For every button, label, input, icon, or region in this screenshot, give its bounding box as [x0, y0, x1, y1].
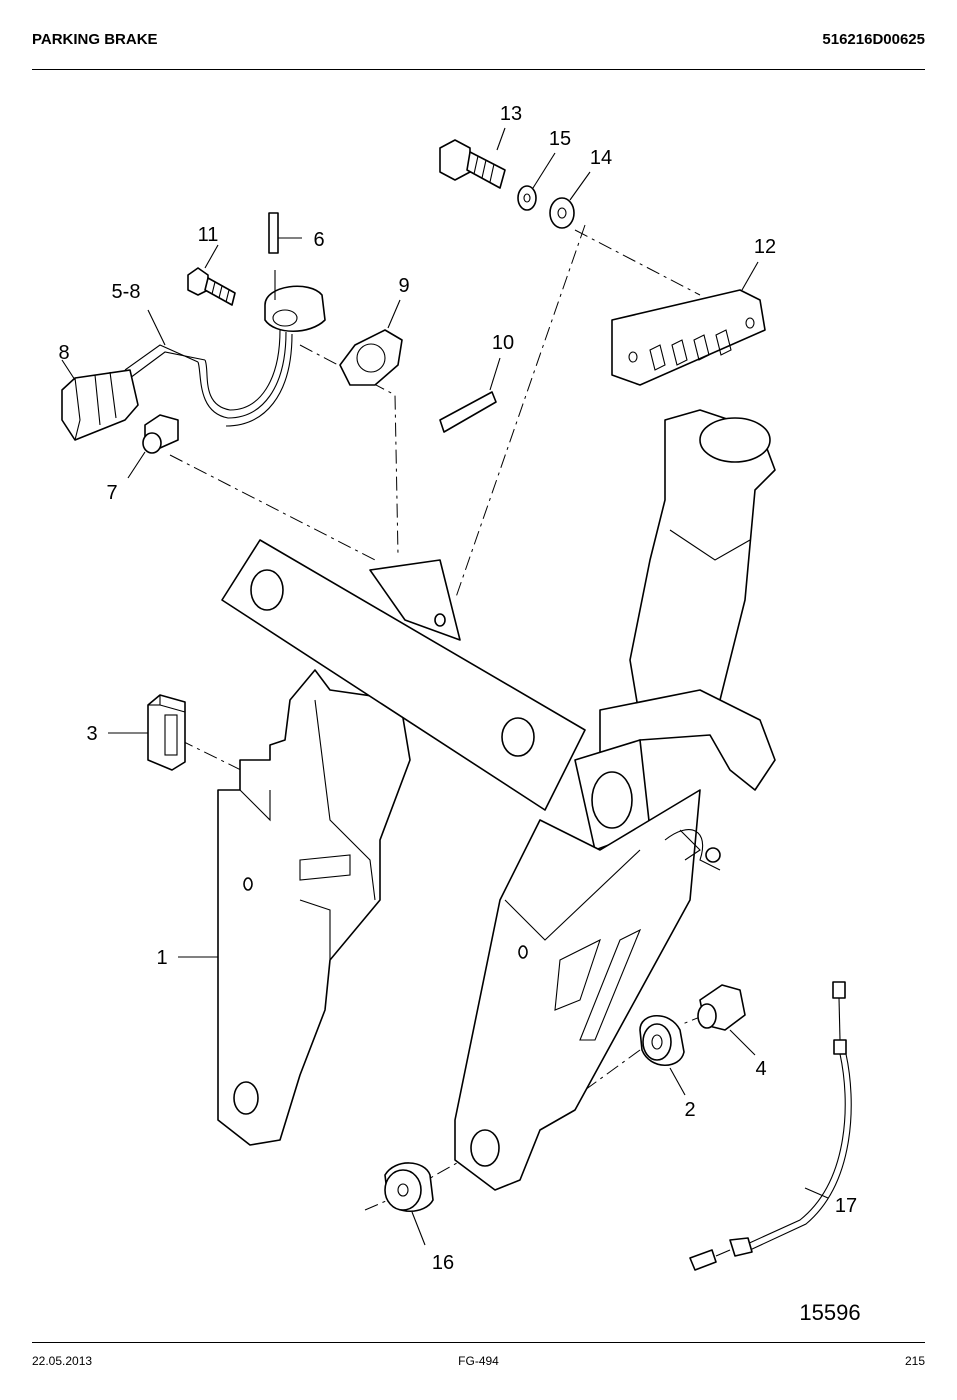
callout-3: 3 [86, 723, 97, 745]
callout-17: 17 [835, 1195, 857, 1217]
document-code: 516216D00625 [822, 31, 925, 48]
callout-15: 15 [549, 128, 571, 150]
bolt-and-washers [439, 127, 591, 229]
callout-16: 16 [432, 1252, 454, 1274]
callout-10: 10 [492, 332, 514, 354]
callout-2: 2 [684, 1099, 695, 1121]
page-title: PARKING BRAKE [32, 31, 158, 48]
callout-12: 12 [754, 236, 776, 258]
cable-part [689, 981, 852, 1271]
assembly-lines [169, 224, 706, 1211]
footer-page-ref: FG-494 [458, 1354, 499, 1368]
callout-7: 7 [106, 482, 117, 504]
callout-11: 11 [198, 224, 219, 246]
footer-page-number: 215 [904, 1354, 925, 1368]
bushings [384, 984, 756, 1246]
callout-13: 13 [500, 103, 522, 125]
slotted-bracket [611, 261, 766, 386]
callout-4: 4 [755, 1058, 766, 1080]
callout-labels: 13 15 14 11 6 5-8 9 12 8 10 7 3 1 4 2 17… [58, 103, 860, 1325]
callout-6: 6 [313, 229, 324, 251]
callout-8: 8 [58, 342, 69, 364]
callout-14: 14 [590, 147, 612, 169]
lever-arm [221, 539, 586, 811]
header-divider [32, 69, 925, 70]
callout-5-8: 5-8 [112, 281, 141, 303]
callout-9: 9 [398, 275, 409, 297]
footer-divider [32, 1342, 925, 1343]
handle-bracket [454, 789, 721, 1191]
gasket-and-plate [339, 299, 501, 433]
brake-handle [574, 409, 776, 851]
rubber-pad-part [108, 694, 186, 771]
connector-part [61, 359, 179, 479]
footer-date: 22.05.2013 [32, 1354, 93, 1368]
sensor-assembly [124, 212, 326, 427]
figure-number: 15596 [799, 1300, 860, 1325]
frame-part [178, 669, 411, 1146]
callout-1: 1 [156, 947, 167, 969]
